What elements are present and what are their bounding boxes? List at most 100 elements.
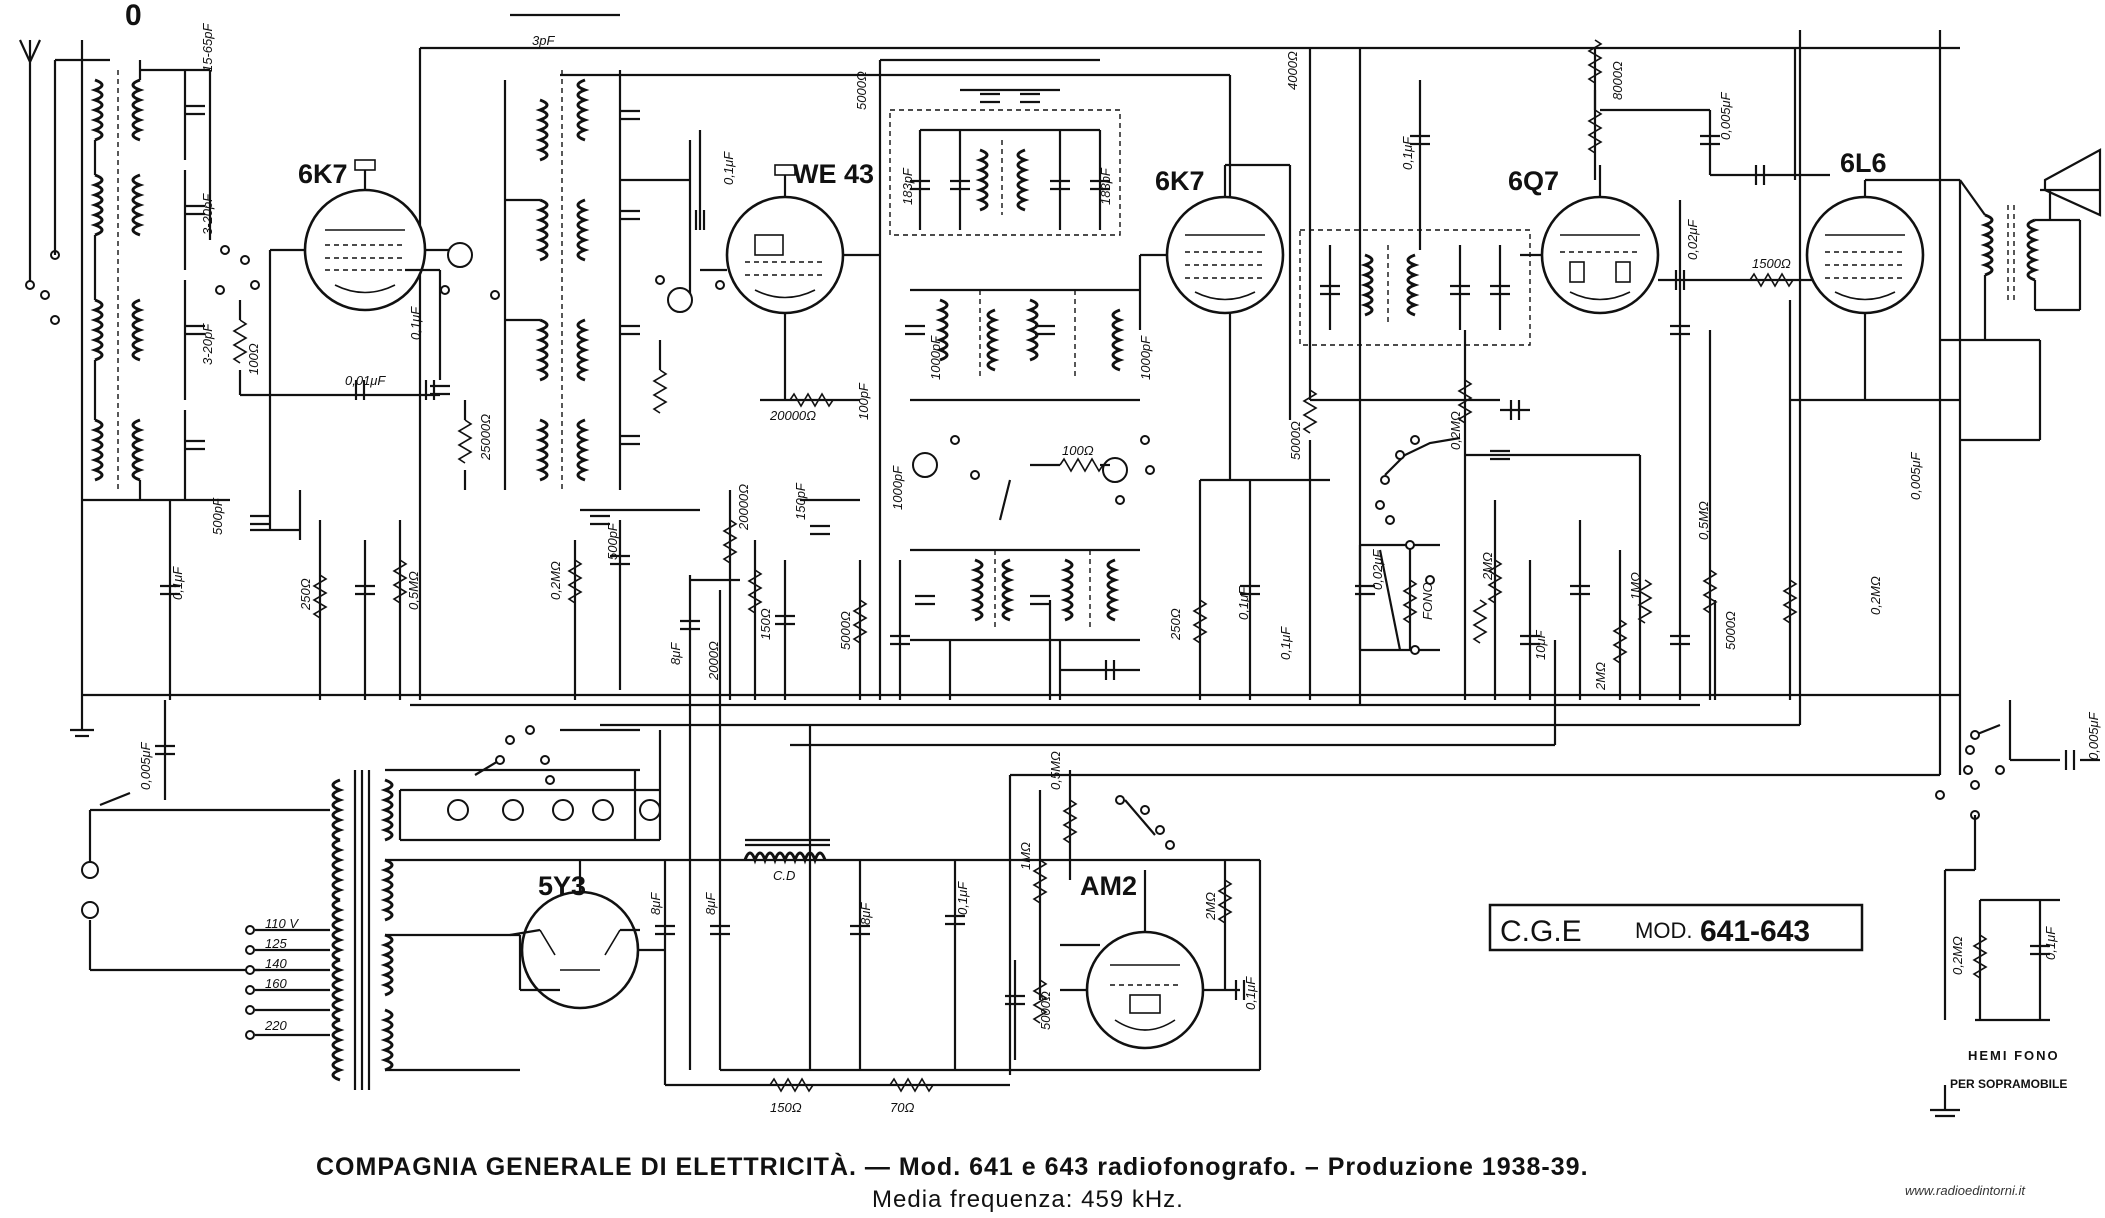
label-r02m-d: 0,2MΩ: [1950, 936, 1965, 975]
label-r1500: 1500Ω: [1752, 256, 1791, 271]
power-transformer: [331, 768, 660, 1090]
label-fono: FONO: [1420, 582, 1435, 620]
label-cd: C.D: [773, 868, 795, 883]
label-c01-e: 0,1μF: [1278, 626, 1293, 660]
label-r1m: 1MΩ: [1628, 572, 1643, 600]
label-c3pf: 3pF: [532, 33, 555, 48]
label-c183-b: 183pF: [1098, 167, 1113, 205]
label-c002-b: 0,02μF: [1685, 219, 1700, 260]
label-v220: 220: [264, 1018, 287, 1033]
label-c1000pf-b: 1000pF: [1138, 335, 1153, 380]
label-v125: 125: [265, 936, 287, 951]
oscillator-coils-mid: [903, 288, 1155, 521]
label-r2m-a: 2MΩ: [1480, 552, 1495, 581]
label-c8-b: 8μF: [648, 892, 663, 915]
detector-network: [1193, 330, 1717, 700]
label-r8000: 8000Ω: [1610, 61, 1625, 100]
tube-label-6k7-1: 6K7: [298, 159, 348, 189]
tube-label-6l6: 6L6: [1840, 148, 1887, 178]
label-r02m-c: 0,2MΩ: [1868, 576, 1883, 615]
label-r100-a: 100Ω: [246, 343, 261, 375]
label-v160: 160: [265, 976, 287, 991]
label-c500pf-b: 500pF: [605, 522, 620, 560]
label-r100-b: 100Ω: [1062, 443, 1094, 458]
tube-label-am2: AM2: [1080, 871, 1137, 901]
oscillator-coils: [440, 70, 725, 490]
tube-label-6q7: 6Q7: [1508, 166, 1559, 196]
legend-line2: PER SOPRAMOBILE: [1950, 1077, 2067, 1091]
label-c8-d: 8μF: [858, 902, 873, 925]
label-r05m: 0,5MΩ: [406, 571, 421, 610]
output-transformer: [1940, 148, 2102, 775]
label-c01-a: 0,1μF: [170, 566, 185, 600]
if-transformer-2: [1299, 80, 1531, 402]
label-v140: 140: [265, 956, 287, 971]
tube-we43: [700, 164, 880, 407]
label-r20000-a: 20000Ω: [769, 408, 816, 423]
label-r05m-c: 0,5MΩ: [1048, 751, 1063, 790]
label-c32-a: 3-20pF: [200, 193, 215, 235]
label-c100pf: 100pF: [856, 382, 871, 420]
label-c1000pf-a: 1000pF: [928, 335, 943, 380]
6q7-plate-chain: [1588, 39, 1830, 700]
label-v110: 110 V: [265, 916, 299, 931]
model-number: 641-643: [1700, 915, 1810, 948]
label-r5000-a: 5000Ω: [838, 611, 853, 650]
label-r1m-b: 1MΩ: [1018, 842, 1033, 870]
label-r5000-e: 5000Ω: [1038, 991, 1053, 1030]
label-r250: 250Ω: [298, 578, 313, 611]
label-c01-c: 0,1μF: [721, 151, 736, 185]
tube-am2: [1003, 770, 1246, 1060]
tube-label-5y3: 5Y3: [538, 871, 586, 901]
caption-line1: COMPAGNIA GENERALE DI ELETTRICITÀ. — Mod…: [316, 1152, 1589, 1181]
label-r150: 150Ω: [758, 608, 773, 640]
label-c01-i: 0,1μF: [2043, 926, 2058, 960]
tube-label-6k7-2: 6K7: [1155, 166, 1205, 196]
label-c8: 8μF: [668, 642, 683, 665]
label-c0005-b: 0,005μF: [1908, 451, 1923, 500]
tube-6k7-if: [1138, 163, 1292, 420]
label-c01-f: 0,1μF: [1400, 136, 1415, 170]
label-r05m-b: 0,5MΩ: [1696, 501, 1711, 540]
label-c01-b: 0,1μF: [408, 306, 423, 340]
main-wiring: [80, 13, 1960, 1087]
tube-5y3: [509, 860, 665, 1010]
label-c150pf: 150pF: [793, 482, 808, 520]
pilot-lamps: [398, 725, 662, 842]
label-r2m-b: 2MΩ: [1593, 662, 1608, 691]
label-r150-b: 150Ω: [770, 1100, 802, 1115]
label-c183-a: 183pF: [900, 167, 915, 205]
label-c8-c: 8μF: [703, 892, 718, 915]
label-r2000: 2000Ω: [706, 641, 721, 681]
label-c500pf-a: 500pF: [210, 497, 225, 535]
tube-6l6: [1783, 178, 1960, 700]
component-labels: 15-65pF 3-20pF 3-20pF 100Ω 500pF 250Ω 0,…: [138, 23, 2101, 1115]
label-c0005-c: 0,005μF: [138, 741, 153, 790]
label-r4000: 4000Ω: [1285, 51, 1300, 90]
watermark: www.radioedintorni.it: [1905, 1183, 2026, 1198]
label-c002-a: 0,02μF: [1370, 549, 1385, 590]
label-r5000-d: 5000Ω: [1723, 611, 1738, 650]
model-box: C.G.E MOD. 641-643: [1488, 903, 1864, 952]
label-r2m-c: 2MΩ: [1203, 892, 1218, 921]
model-mod-word: MOD.: [1635, 918, 1692, 943]
label-c32-b: 3-20pF: [200, 323, 215, 365]
tube-6q7: [1520, 165, 1690, 315]
antenna-section: [18, 39, 260, 502]
label-c0005-d: 0,005μF: [2086, 711, 2101, 760]
filter-network: [653, 838, 967, 1092]
fono-inset: [1930, 700, 2100, 1118]
if-transformer-1: [889, 88, 1121, 236]
label-c10: 10μF: [1533, 629, 1548, 660]
label-c15: 15-65pF: [200, 23, 215, 72]
oscillator-coils-low: [910, 548, 1140, 700]
tube-label-we43: WE 43: [793, 159, 874, 189]
caption-line2: Media frequenza: 459 kHz.: [872, 1186, 1184, 1213]
label-r5000-c: 5000Ω: [1288, 421, 1303, 460]
label-c01-d: 0,1μF: [1236, 586, 1251, 620]
label-c01-g: 0,1μF: [955, 881, 970, 915]
ground-symbol: [70, 720, 94, 738]
label-r250-b: 250Ω: [1168, 608, 1183, 641]
model-brand: C.G.E: [1500, 915, 1582, 948]
